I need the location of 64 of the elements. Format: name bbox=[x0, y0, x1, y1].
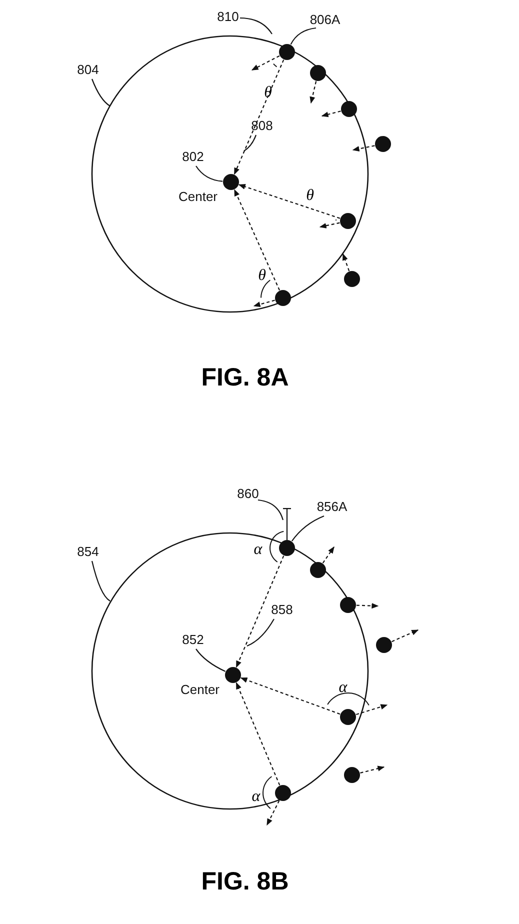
leader-line bbox=[196, 648, 226, 672]
reference-numeral: 802 bbox=[182, 150, 204, 164]
figure-label: FIG. 8B bbox=[201, 870, 289, 894]
angle-label: α bbox=[254, 542, 262, 558]
dot bbox=[310, 65, 326, 81]
dot bbox=[376, 637, 392, 653]
leader-line bbox=[240, 17, 272, 34]
arrow bbox=[356, 603, 379, 609]
arrow bbox=[234, 60, 284, 175]
leader-line bbox=[196, 166, 223, 182]
reference-line bbox=[283, 508, 291, 540]
leader-line bbox=[246, 618, 274, 646]
dot bbox=[340, 709, 356, 725]
arrow bbox=[392, 630, 419, 642]
arrow bbox=[319, 222, 340, 228]
dot bbox=[340, 213, 356, 229]
arrow bbox=[236, 682, 280, 786]
dot bbox=[275, 785, 291, 801]
arrow bbox=[342, 253, 350, 272]
figure-label: FIG. 8A bbox=[201, 366, 289, 390]
center-label: Center bbox=[178, 190, 218, 204]
dot bbox=[375, 136, 391, 152]
arrow bbox=[238, 184, 340, 219]
dot bbox=[344, 767, 360, 783]
leader-line bbox=[290, 27, 316, 45]
angle-label: α bbox=[338, 680, 348, 696]
center-label: Center bbox=[180, 682, 220, 698]
arrow bbox=[356, 704, 388, 716]
dot bbox=[279, 44, 295, 60]
leader-line bbox=[244, 134, 257, 152]
leader-line bbox=[91, 560, 110, 602]
arrow bbox=[360, 766, 385, 774]
leader-line bbox=[91, 78, 110, 106]
angle-label: θ bbox=[264, 85, 272, 101]
dot bbox=[279, 540, 295, 556]
reference-numeral: 808 bbox=[251, 118, 273, 134]
angle-label: θ bbox=[258, 268, 266, 284]
angle-label: α bbox=[252, 789, 260, 805]
dot bbox=[340, 597, 356, 613]
dot bbox=[344, 271, 360, 287]
arrow bbox=[321, 110, 341, 118]
dot bbox=[310, 562, 326, 578]
reference-numeral: 858 bbox=[271, 602, 293, 618]
leader-line bbox=[258, 499, 284, 520]
arrow bbox=[322, 546, 334, 564]
reference-numeral: 810 bbox=[217, 10, 239, 24]
arrow bbox=[253, 300, 275, 308]
angle-label: θ bbox=[306, 188, 314, 204]
reference-numeral: 860 bbox=[237, 486, 259, 502]
reference-numeral: 852 bbox=[182, 632, 204, 648]
dot bbox=[341, 101, 357, 117]
arrow bbox=[240, 677, 340, 715]
reference-numeral: 806A bbox=[310, 12, 340, 28]
arrow bbox=[310, 81, 317, 104]
arrow bbox=[236, 556, 284, 668]
arrow bbox=[352, 145, 375, 152]
reference-numeral: 856A bbox=[316, 500, 348, 514]
reference-numeral: 804 bbox=[77, 62, 99, 78]
arrow bbox=[266, 800, 280, 826]
reference-numeral: 854 bbox=[77, 544, 99, 560]
arrow bbox=[234, 189, 280, 290]
dot bbox=[275, 290, 291, 306]
leader-line bbox=[291, 516, 324, 542]
arrow bbox=[251, 55, 280, 70]
